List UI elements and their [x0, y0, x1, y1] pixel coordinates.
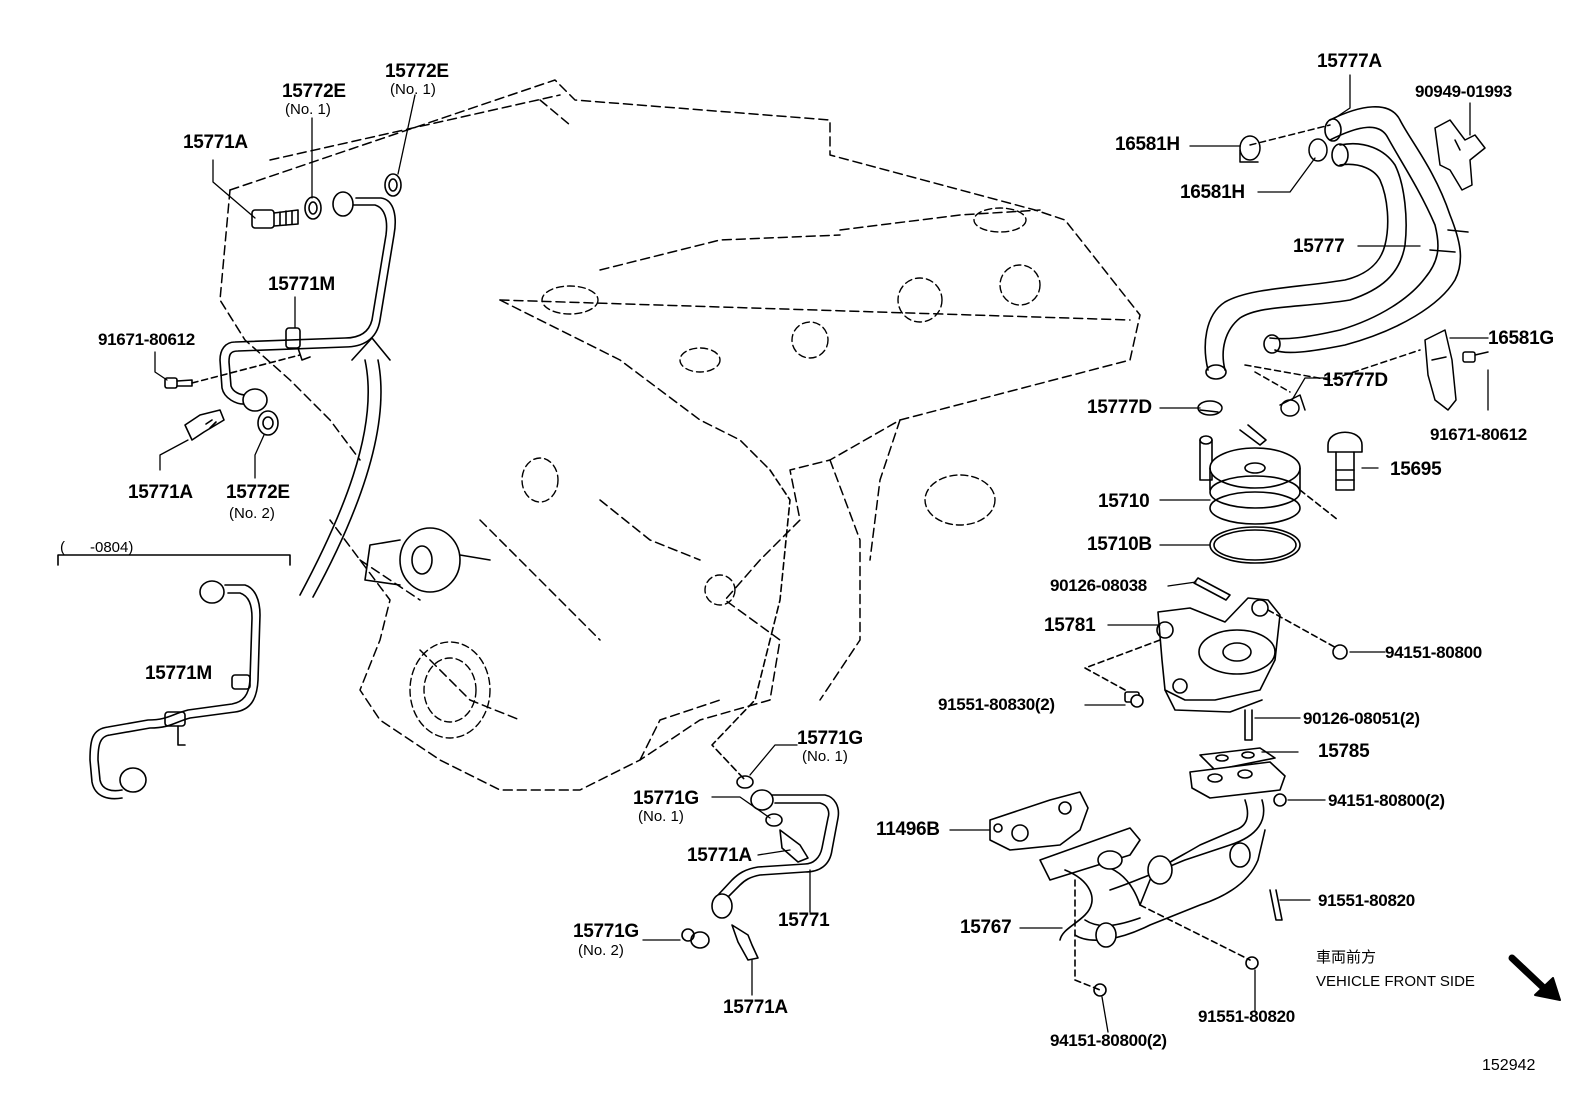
- part-sublabel: (No. 1): [638, 808, 684, 825]
- vehicle-front-arrow: [1508, 954, 1561, 1001]
- part-sublabel: (No. 1): [390, 81, 436, 98]
- part-label-15771: 15771: [778, 910, 830, 931]
- part-sublabel: (No. 1): [285, 101, 331, 118]
- part-label-91671-80612: 91671-80612: [1430, 425, 1527, 444]
- part-label-16581H: 16581H: [1115, 134, 1180, 155]
- part-label-91551-80820: 91551-80820: [1198, 1007, 1295, 1026]
- part-label-94151-80800: 94151-80800(2): [1050, 1031, 1167, 1050]
- part-label-16581H: 16581H: [1180, 182, 1245, 203]
- part-sublabel: (No. 2): [229, 505, 275, 522]
- part-label-15771M: 15771M: [145, 663, 212, 684]
- part-label-15695: 15695: [1390, 459, 1442, 480]
- part-label-15771M: 15771M: [268, 274, 335, 295]
- part-label-16581G: 16581G: [1488, 328, 1554, 349]
- part-label-15771A: 15771A: [128, 482, 193, 503]
- hose-clamps: [1197, 119, 1489, 417]
- part-label-15771A: 15771A: [183, 132, 248, 153]
- vehicle-front-label: VEHICLE FRONT SIDE: [1316, 973, 1475, 990]
- water-pump-pulley: [364, 527, 491, 593]
- leaders-cooler: [1084, 467, 1386, 719]
- part-label-15771G: 15771G: [633, 788, 699, 809]
- part-label-15772E: 15772E: [282, 81, 346, 102]
- part-label-94151-80800: 94151-80800: [1385, 643, 1482, 662]
- oil-pipe-upper-left: [164, 173, 402, 441]
- part-label-15767: 15767: [960, 917, 1012, 938]
- part-label-15785: 15785: [1318, 741, 1370, 762]
- part-label-91671-80612: 91671-80612: [98, 330, 195, 349]
- part-label-15710B: 15710B: [1087, 534, 1152, 555]
- part-label-90126-08051: 90126-08051(2): [1303, 709, 1420, 728]
- part-label-15772E: 15772E: [385, 61, 449, 82]
- leaders-bottom-center: [642, 744, 811, 996]
- part-label-90949-01993: 90949-01993: [1415, 82, 1512, 101]
- block-features: [409, 207, 1041, 739]
- vehicle-front-jp-label: 車両前方: [1316, 949, 1377, 966]
- figure-number: 152942: [1482, 1057, 1536, 1074]
- oil-cooler: [1084, 424, 1363, 741]
- part-label-15771A: 15771A: [723, 997, 788, 1018]
- leaders-lower-right: [949, 751, 1326, 1033]
- leaders-upper-left: [154, 94, 416, 479]
- part-label-15777D: 15777D: [1323, 370, 1388, 391]
- part-label-15777: 15777: [1293, 236, 1345, 257]
- part-label-15771G: 15771G: [797, 728, 863, 749]
- part-label-15771G: 15771G: [573, 921, 639, 942]
- water-hoses: [1204, 106, 1469, 380]
- part-label-15777A: 15777A: [1317, 51, 1382, 72]
- part-sublabel: (No. 2): [578, 942, 624, 959]
- part-label-94151-80800: 94151-80800(2): [1328, 791, 1445, 810]
- part-label-15771A: 15771A: [687, 845, 752, 866]
- part-label-15777D: 15777D: [1087, 397, 1152, 418]
- flow-arrow: [299, 337, 391, 598]
- part-label-90126-08038: 90126-08038: [1050, 576, 1147, 595]
- part-label-15710: 15710: [1098, 491, 1150, 512]
- engine-block-outline: [219, 79, 1141, 791]
- oil-pipe-bottom-center: [681, 469, 840, 961]
- part-label-15781: 15781: [1044, 615, 1096, 636]
- part-label-91551-80830: 91551-80830(2): [938, 695, 1055, 714]
- part-label-15772E: 15772E: [226, 482, 290, 503]
- model-range-note: ( -0804): [60, 539, 134, 556]
- leaders-right-top: [1159, 74, 1489, 411]
- oil-pipe-left-variant: [57, 554, 291, 800]
- part-sublabel: (No. 1): [802, 748, 848, 765]
- part-label-11496B: 11496B: [876, 819, 940, 840]
- water-pipe-assembly: [989, 747, 1287, 997]
- part-label-91551-80820: 91551-80820: [1318, 891, 1415, 910]
